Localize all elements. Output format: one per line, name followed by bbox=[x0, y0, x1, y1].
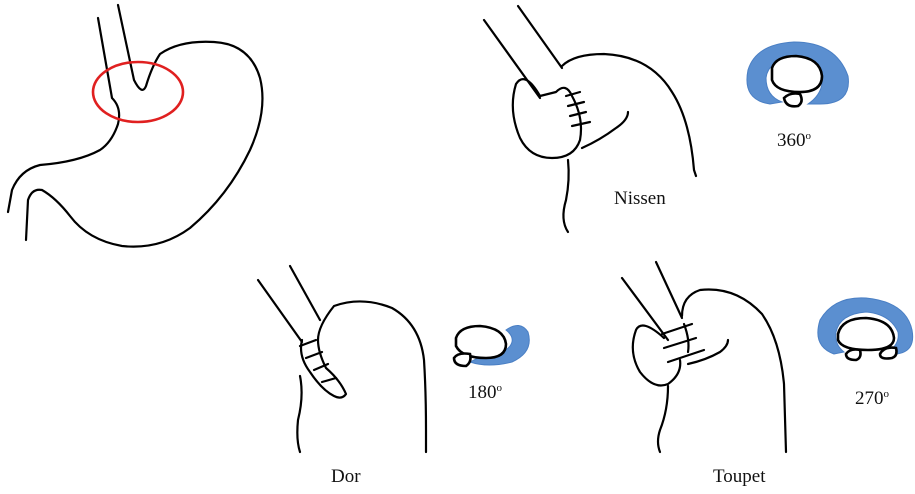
nissen-angle-value: 360 bbox=[777, 130, 806, 151]
nissen-vagus-lumen bbox=[784, 94, 802, 107]
esophagus-right-wall bbox=[26, 5, 262, 247]
nissen-fundus bbox=[562, 54, 696, 176]
nissen-cross-section bbox=[747, 42, 849, 106]
nissen-esophagus-left bbox=[484, 20, 540, 98]
normal-stomach bbox=[8, 5, 262, 247]
toupet-esophagus-right bbox=[656, 262, 682, 318]
dor-illustration bbox=[258, 266, 426, 452]
dor-angle-label: 180o bbox=[468, 383, 502, 402]
toupet-lower-stomach bbox=[658, 386, 668, 452]
toupet-cross-section bbox=[818, 298, 913, 360]
toupet-right-vagus-lumen bbox=[880, 348, 897, 359]
nissen-angle-label: 360o bbox=[777, 131, 811, 150]
degree-symbol: o bbox=[806, 130, 812, 142]
degree-symbol: o bbox=[497, 382, 503, 394]
gastroesophageal-junction-highlight bbox=[93, 62, 183, 122]
toupet-angle-value: 270 bbox=[855, 388, 884, 409]
nissen-fundus-inner bbox=[582, 112, 628, 148]
toupet-esophagus-lumen bbox=[838, 318, 894, 350]
toupet-angle-label: 270o bbox=[855, 389, 889, 408]
nissen-label: Nissen bbox=[614, 189, 666, 208]
toupet-wrap-left bbox=[633, 326, 680, 386]
toupet-sutures bbox=[662, 324, 704, 362]
toupet-esophagus-left bbox=[622, 278, 668, 340]
dor-esophagus-right bbox=[290, 266, 320, 320]
degree-symbol: o bbox=[884, 388, 890, 400]
dor-vagus-lumen bbox=[454, 354, 471, 367]
toupet-fundus-inner bbox=[688, 340, 728, 364]
dor-label: Dor bbox=[331, 467, 361, 486]
nissen-lower-stomach bbox=[563, 160, 568, 232]
toupet-label: Toupet bbox=[713, 467, 766, 486]
toupet-fundus bbox=[682, 290, 786, 453]
nissen-esophagus-lumen bbox=[772, 56, 822, 92]
dor-cross-section bbox=[454, 325, 529, 366]
esophagus-left-wall bbox=[8, 18, 119, 212]
dor-esophagus-left bbox=[258, 280, 302, 342]
nissen-wrap-front bbox=[513, 79, 581, 158]
toupet-wrap-right bbox=[684, 324, 689, 352]
dor-lower-stomach bbox=[297, 376, 301, 452]
dor-wrap bbox=[301, 301, 426, 452]
toupet-left-vagus-lumen bbox=[846, 350, 861, 361]
toupet-illustration bbox=[622, 262, 786, 452]
nissen-esophagus-right bbox=[518, 6, 562, 68]
dor-angle-value: 180 bbox=[468, 382, 497, 403]
